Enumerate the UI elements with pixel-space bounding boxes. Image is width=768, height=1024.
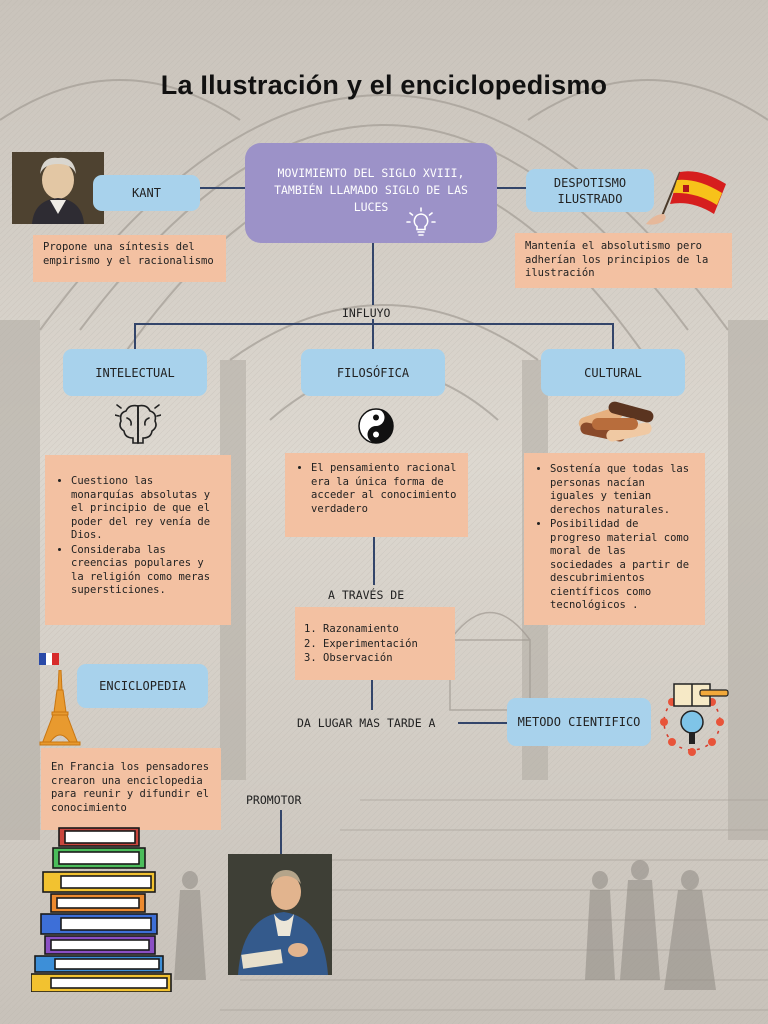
brain-icon: [115, 400, 161, 446]
connector-to-cultural: [612, 323, 614, 349]
connector-horizontal-branch: [134, 323, 614, 325]
filosofica-description: El pensamiento racional era la única for…: [285, 453, 468, 537]
enciclopedia-description: En Francia los pensadores crearon una en…: [41, 748, 221, 830]
yin-yang-icon: [357, 407, 395, 445]
science-book-icon: [652, 680, 732, 756]
eiffel-tower-icon: [38, 670, 82, 746]
despotismo-line-1: DESPOTISMO: [554, 175, 626, 191]
kant-description: Propone una síntesis del empirismo y el …: [33, 235, 226, 282]
intelectual-item-1: Cuestiono las monarquías absolutas y el …: [71, 475, 221, 543]
da-lugar-label: DA LUGAR MAS TARDE A: [297, 716, 435, 730]
metodo-item-2: Experimentación: [323, 638, 445, 652]
kant-portrait: [12, 152, 104, 224]
connector-filosofica-atraves: [373, 537, 375, 585]
connector-to-filosofica: [372, 323, 374, 349]
connector-kant-central: [200, 187, 246, 189]
despotismo-line-2: ILUSTRADO: [557, 191, 622, 207]
cultural-item-2: Posibilidad de progreso material como mo…: [550, 518, 695, 613]
central-line-1: MOVIMIENTO DEL SIGLO XVIII,: [257, 165, 485, 182]
connector-to-intelectual: [134, 323, 136, 349]
connector-metodos-dalugar: [371, 680, 373, 710]
central-line-3: LUCES: [257, 199, 485, 216]
hands-icon: [574, 398, 658, 450]
central-line-2: TAMBIÉN LLAMADO SIGLO DE LAS: [257, 182, 485, 199]
intelectual-label: INTELECTUAL: [63, 349, 207, 396]
metodos-list: Razonamiento Experimentación Observación: [295, 607, 455, 680]
despotismo-description: Mantenía el absolutismo pero adherían lo…: [515, 233, 732, 288]
diderot-portrait: [228, 854, 332, 975]
intelectual-description: Cuestiono las monarquías absolutas y el …: [45, 455, 231, 625]
connector-central-down: [372, 243, 374, 305]
page-title: La Ilustración y el enciclopedismo: [0, 70, 768, 101]
kant-label: KANT: [93, 175, 200, 211]
despotismo-label: DESPOTISMO ILUSTRADO: [526, 169, 654, 212]
intelectual-item-2: Consideraba las creencias populares y la…: [71, 544, 221, 598]
filosofica-item-1: El pensamiento racional era la única for…: [311, 462, 458, 516]
a-traves-de-label: A TRAVÉS DE: [328, 588, 404, 602]
central-concept-box: MOVIMIENTO DEL SIGLO XVIII, TAMBIÉN LLAM…: [245, 143, 497, 243]
promotor-label: PROMOTOR: [246, 793, 301, 807]
enciclopedia-label: ENCICLOPEDIA: [77, 664, 208, 708]
french-flag-icon: [39, 653, 59, 665]
metodo-cientifico-label: METODO CIENTIFICO: [507, 698, 651, 746]
cultural-label: CULTURAL: [541, 349, 685, 396]
connector-dalugar-metodo: [458, 722, 508, 724]
connector-enciclopedia-promotor: [280, 810, 282, 854]
influyo-label: INFLUYO: [342, 306, 390, 320]
cultural-description: Sostenía que todas las personas nacían i…: [524, 453, 705, 625]
books-stack-icon: [31, 826, 181, 992]
spain-flag-icon: [640, 168, 730, 230]
filosofica-label: FILOSÓFICA: [301, 349, 445, 396]
connector-central-despotismo: [496, 187, 526, 189]
metodo-item-1: Razonamiento: [323, 623, 445, 637]
metodo-item-3: Observación: [323, 652, 445, 666]
lightbulb-icon: [406, 207, 436, 239]
cultural-item-1: Sostenía que todas las personas nacían i…: [550, 463, 695, 517]
